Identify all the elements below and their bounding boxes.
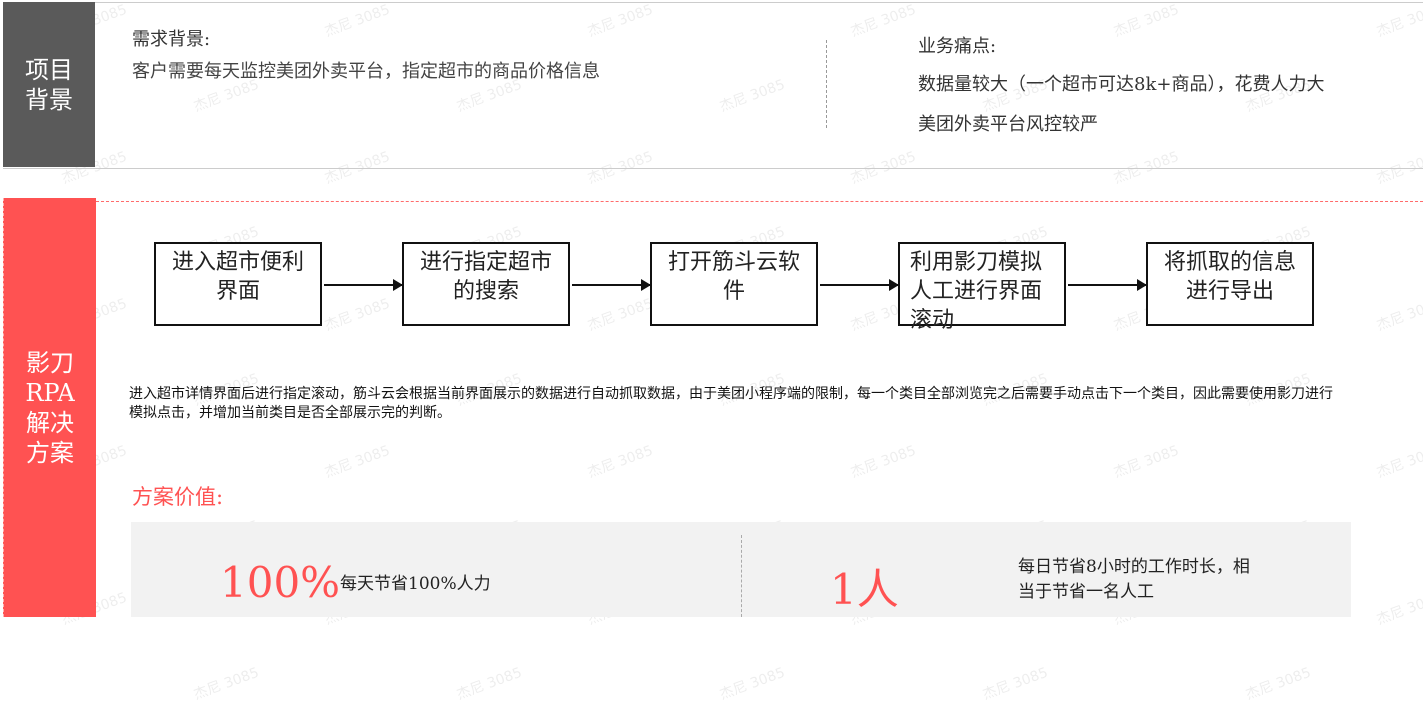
label-line: 解决 — [26, 408, 74, 437]
project-background-section — [3, 2, 1423, 169]
watermark: 杰尼 3085 — [1243, 664, 1314, 704]
pain-title: 业务痛点: — [918, 36, 997, 57]
watermark: 杰尼 3085 — [585, 295, 656, 335]
label-line: RPA — [25, 378, 75, 407]
project-background-label: 项目背景 — [3, 2, 95, 167]
watermark: 杰尼 3085 — [1374, 589, 1423, 629]
flow-step-3: 打开筋斗云软件 — [650, 242, 818, 326]
watermark: 杰尼 3085 — [1111, 442, 1182, 482]
watermark: 杰尼 3085 — [322, 442, 393, 482]
arrow-icon — [820, 279, 899, 291]
divider — [826, 40, 827, 128]
watermark: 杰尼 3085 — [717, 664, 788, 704]
need-title: 需求背景: — [132, 29, 211, 50]
value-big-2: 1人 — [830, 565, 899, 614]
flow-step-4: 利用影刀模拟人工进行界面滚动 — [898, 242, 1066, 333]
watermark: 杰尼 3085 — [1374, 442, 1423, 482]
arrow-icon — [1068, 279, 1147, 291]
label-line: 方案 — [26, 438, 74, 467]
watermark: 杰尼 3085 — [848, 442, 919, 482]
section-divider — [96, 201, 1423, 202]
solution-label: 影刀 RPA 解决 方案 — [3, 198, 96, 617]
arrow-icon — [572, 279, 651, 291]
flow-step-2: 进行指定超市的搜索 — [402, 242, 570, 326]
flow-step-1: 进入超市便利界面 — [154, 242, 322, 326]
flow-step-5: 将抓取的信息进行导出 — [1146, 242, 1314, 326]
label-text: 项目背景 — [25, 55, 73, 114]
solution-description: 进入超市详情界面后进行指定滚动，筋斗云会根据当前界面展示的数据进行自动抓取数据，… — [129, 386, 1333, 421]
need-text: 客户需要每天监控美团外卖平台，指定超市的商品价格信息 — [132, 61, 600, 82]
pain-item: 数据量较大（一个超市可达8k+商品），花费人力大 — [918, 74, 1325, 95]
value-big-1: 100% — [220, 558, 341, 607]
divider — [741, 535, 742, 617]
watermark: 杰尼 3085 — [585, 442, 656, 482]
watermark: 杰尼 3085 — [191, 664, 262, 704]
watermark: 杰尼 3085 — [1374, 295, 1423, 335]
watermark: 杰尼 3085 — [322, 295, 393, 335]
watermark: 杰尼 3085 — [980, 664, 1051, 704]
arrow-icon — [324, 279, 403, 291]
watermark: 杰尼 3085 — [454, 664, 525, 704]
value-text-2: 每日节省8小时的工作时长，相当于节省一名人工 — [1018, 557, 1250, 602]
pain-item: 美团外卖平台风控较严 — [918, 114, 1098, 135]
value-text-1: 每天节省100%人力 — [340, 574, 491, 594]
value-title: 方案价值: — [132, 485, 224, 509]
label-line: 影刀 — [26, 348, 74, 377]
